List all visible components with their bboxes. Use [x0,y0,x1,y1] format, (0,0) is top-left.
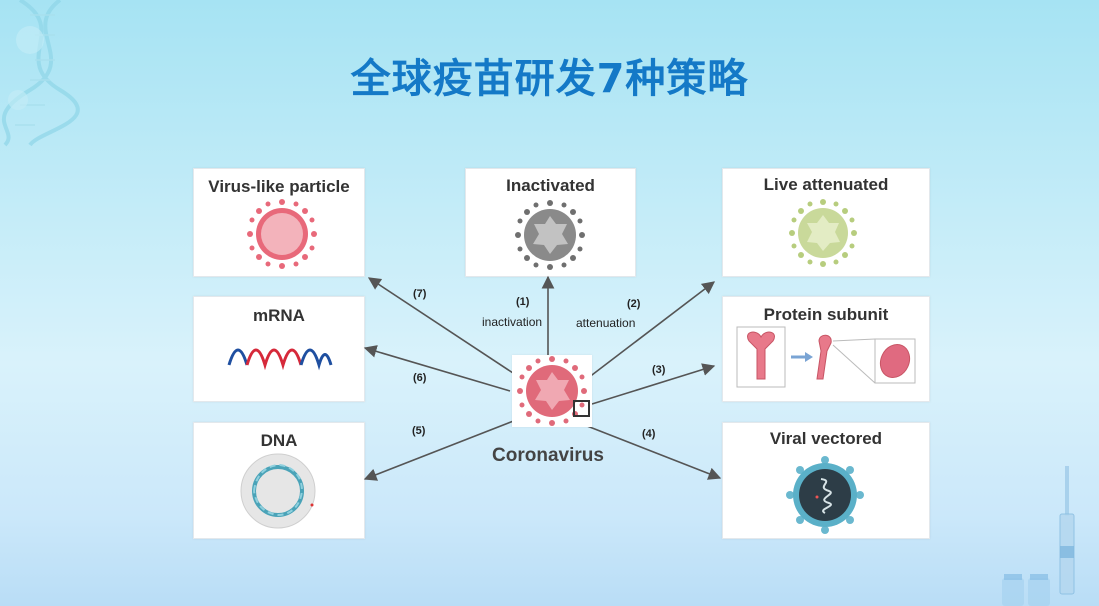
card-label-vlp: Virus-like particle [208,177,350,196]
arrow-text-attenuation: attenuation [576,316,636,330]
card-dna: DNA [193,422,365,539]
arrow-text-inactivation: inactivation [482,315,543,329]
coronavirus-icon [517,356,587,426]
arrow-number-1: (1) [516,296,530,308]
card-mrna: mRNA [193,296,365,402]
card-label-live: Live attenuated [763,175,889,194]
arrow-number-7: (7) [413,288,427,300]
pink-virus-icon [247,199,317,269]
card-live-attenuated: Live attenuated [722,168,930,277]
syringe-decoration-icon [1059,466,1075,595]
card-label-viral: Viral vectored [769,429,883,448]
card-inactivated: Inactivated [465,168,636,277]
protein-subunit-icon [736,326,916,388]
gray-virus-icon [515,200,585,270]
arrow-number-5: (5) [412,425,426,437]
vials-decoration-icon [1002,574,1050,606]
arrow-number-4: (4) [642,428,656,440]
card-label-inactivated: Inactivated [506,176,595,195]
arrow-viral-vectored [581,423,722,480]
card-protein-subunit: Protein subunit [722,296,930,402]
coronavirus-label: Coronavirus [492,445,604,466]
coronavirus-center-box [512,355,592,427]
arrow-protein-subunit [591,363,716,405]
selection-square [573,400,590,417]
arrow-number-2: (2) [627,298,641,310]
mrna-strand-icon [227,348,333,371]
card-viral-vectored: Viral vectored [722,422,930,539]
card-label-dna: DNA [260,431,298,450]
card-label-mrna: mRNA [253,306,305,325]
card-label-protein: Protein subunit [763,305,889,324]
dna-plasmid-icon [240,453,316,529]
green-virus-icon [789,199,857,267]
arrow-vlp [367,277,517,376]
viral-vector-icon [786,456,864,534]
card-virus-like-particle: Virus-like particle [193,168,365,277]
page-title: 全球疫苗研发7种策略 [350,56,749,102]
arrow-number-3: (3) [652,364,666,376]
arrow-live-attenuated [587,281,716,379]
dna-helix-decoration-icon [1,0,80,147]
arrow-number-6: (6) [413,372,427,384]
arrow-mrna [363,345,511,392]
arrow-dna [363,419,517,481]
